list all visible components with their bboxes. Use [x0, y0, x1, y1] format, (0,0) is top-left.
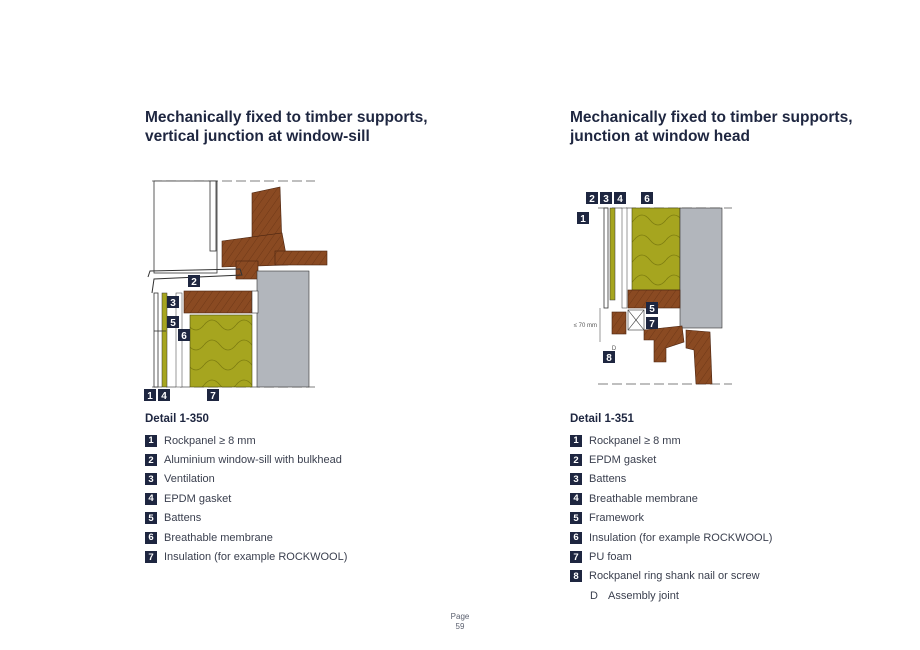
number-badge: 2 — [570, 454, 582, 467]
note-letter: D — [590, 589, 598, 602]
heading-right-line-1: Mechanically fixed to timber supports, — [570, 109, 853, 126]
legend-text: PU foam — [589, 551, 632, 564]
label-badge-5: 5 — [167, 316, 179, 329]
legend-text: EPDM gasket — [164, 492, 232, 505]
note-text: Assembly joint — [608, 589, 679, 602]
legend-text: Framework — [589, 512, 645, 525]
label-badge-6: 6 — [178, 329, 190, 342]
svg-text:2: 2 — [191, 277, 197, 288]
label-badge-4: 4 — [614, 192, 626, 205]
legend-item: 4 Breathable membrane — [570, 489, 772, 508]
label-badge-8: 8 — [603, 351, 615, 364]
label-badge-3: 3 — [167, 296, 179, 309]
legend-text: Battens — [164, 512, 202, 525]
number-badge: 4 — [570, 492, 582, 505]
detail-title-right: Detail 1-351 — [570, 413, 634, 425]
detail-title-left: Detail 1-350 — [145, 413, 209, 425]
svg-text:8: 8 — [606, 353, 612, 364]
legend-note: D Assembly joint — [570, 586, 772, 605]
svg-text:6: 6 — [644, 194, 650, 205]
legend-item: 2 Aluminium window-sill with bulkhead — [145, 450, 347, 469]
number-badge: 7 — [570, 551, 582, 564]
page-label: Page — [450, 612, 470, 621]
legend-item: 1 Rockpanel ≥ 8 mm — [145, 431, 347, 450]
number-badge: 6 — [145, 531, 157, 544]
heading-right-line-2: junction at window head — [570, 128, 750, 145]
svg-text:4: 4 — [617, 194, 623, 205]
page-number: 59 — [455, 622, 465, 631]
label-badge-6: 6 — [641, 192, 653, 205]
svg-text:≤ 70 mm: ≤ 70 mm — [574, 323, 597, 329]
legend-item: 1 Rockpanel ≥ 8 mm — [570, 431, 772, 450]
heading-left: Mechanically fixed to timber supports, v… — [145, 108, 428, 146]
page-footer: Page 59 — [430, 612, 490, 632]
number-badge: 6 — [570, 531, 582, 544]
legend-text: Rockpanel ≥ 8 mm — [164, 434, 256, 447]
heading-right: Mechanically fixed to timber supports, j… — [570, 108, 853, 146]
legend-left: 1 Rockpanel ≥ 8 mm 2 Aluminium window-sill… — [145, 431, 347, 567]
legend-text: Ventilation — [164, 473, 215, 486]
label-badge-7: 7 — [646, 317, 658, 330]
legend-text: Rockpanel ≥ 8 mm — [589, 434, 681, 447]
label-badge-3: 3 — [600, 192, 612, 205]
number-badge: 8 — [570, 570, 582, 583]
svg-text:3: 3 — [170, 298, 176, 309]
legend-text: Aluminium window-sill with bulkhead — [164, 454, 342, 467]
svg-text:7: 7 — [210, 391, 216, 402]
svg-text:5: 5 — [170, 318, 176, 329]
label-badge-2: 2 — [188, 275, 200, 288]
number-badge: 7 — [145, 551, 157, 564]
label-badge-7: 7 — [207, 389, 219, 402]
label-badge-5: 5 — [646, 302, 658, 315]
number-badge: 2 — [145, 454, 157, 467]
legend-text: Battens — [589, 473, 627, 486]
legend-text: EPDM gasket — [589, 454, 657, 467]
legend-text: Rockpanel ring shank nail or screw — [589, 570, 760, 583]
svg-text:6: 6 — [181, 331, 187, 342]
svg-text:3: 3 — [603, 194, 609, 205]
heading-left-line-2: vertical junction at window-sill — [145, 128, 370, 145]
number-badge: 5 — [145, 512, 157, 525]
legend-item: 3 Ventilation — [145, 470, 347, 489]
legend-text: Breathable membrane — [164, 531, 273, 544]
legend-item: 5 Battens — [145, 509, 347, 528]
legend-item: 4 EPDM gasket — [145, 489, 347, 508]
legend-item: 7 Insulation (for example ROCKWOOL) — [145, 547, 347, 566]
legend-item: 6 Breathable membrane — [145, 528, 347, 547]
legend-item: 8 Rockpanel ring shank nail or screw — [570, 567, 772, 586]
label-badge-1: 1 — [144, 389, 156, 402]
svg-text:7: 7 — [649, 319, 655, 330]
svg-text:4: 4 — [161, 391, 167, 402]
label-badge-1: 1 — [577, 212, 589, 225]
svg-text:1: 1 — [580, 214, 586, 225]
heading-left-line-1: Mechanically fixed to timber supports, — [145, 109, 428, 126]
number-badge: 1 — [570, 434, 582, 447]
svg-text:1: 1 — [147, 391, 153, 402]
legend-item: 2 EPDM gasket — [570, 450, 772, 469]
legend-text: Insulation (for example ROCKWOOL) — [589, 531, 773, 544]
label-badge-4: 4 — [158, 389, 170, 402]
legend-item: 6 Insulation (for example ROCKWOOL) — [570, 528, 772, 547]
detail-drawing-window-head: ≤ 70 mm D 2 3 4 6 1 5 7 8 — [574, 192, 732, 385]
legend-item: 7 PU foam — [570, 547, 772, 566]
svg-text:D: D — [612, 346, 617, 352]
label-badge-2: 2 — [586, 192, 598, 205]
number-badge: 5 — [570, 512, 582, 525]
number-badge: 3 — [570, 473, 582, 486]
svg-text:2: 2 — [589, 194, 595, 205]
legend-text: Insulation (for example ROCKWOOL) — [164, 551, 348, 564]
legend-item: 3 Battens — [570, 470, 772, 489]
number-badge: 3 — [145, 473, 157, 486]
number-badge: 4 — [145, 492, 157, 505]
legend-item: 5 Framework — [570, 509, 772, 528]
svg-text:5: 5 — [649, 304, 655, 315]
legend-text: Breathable membrane — [589, 492, 698, 505]
number-badge: 1 — [145, 434, 157, 447]
detail-drawing-window-sill: 2 3 5 6 1 4 7 — [144, 180, 328, 402]
